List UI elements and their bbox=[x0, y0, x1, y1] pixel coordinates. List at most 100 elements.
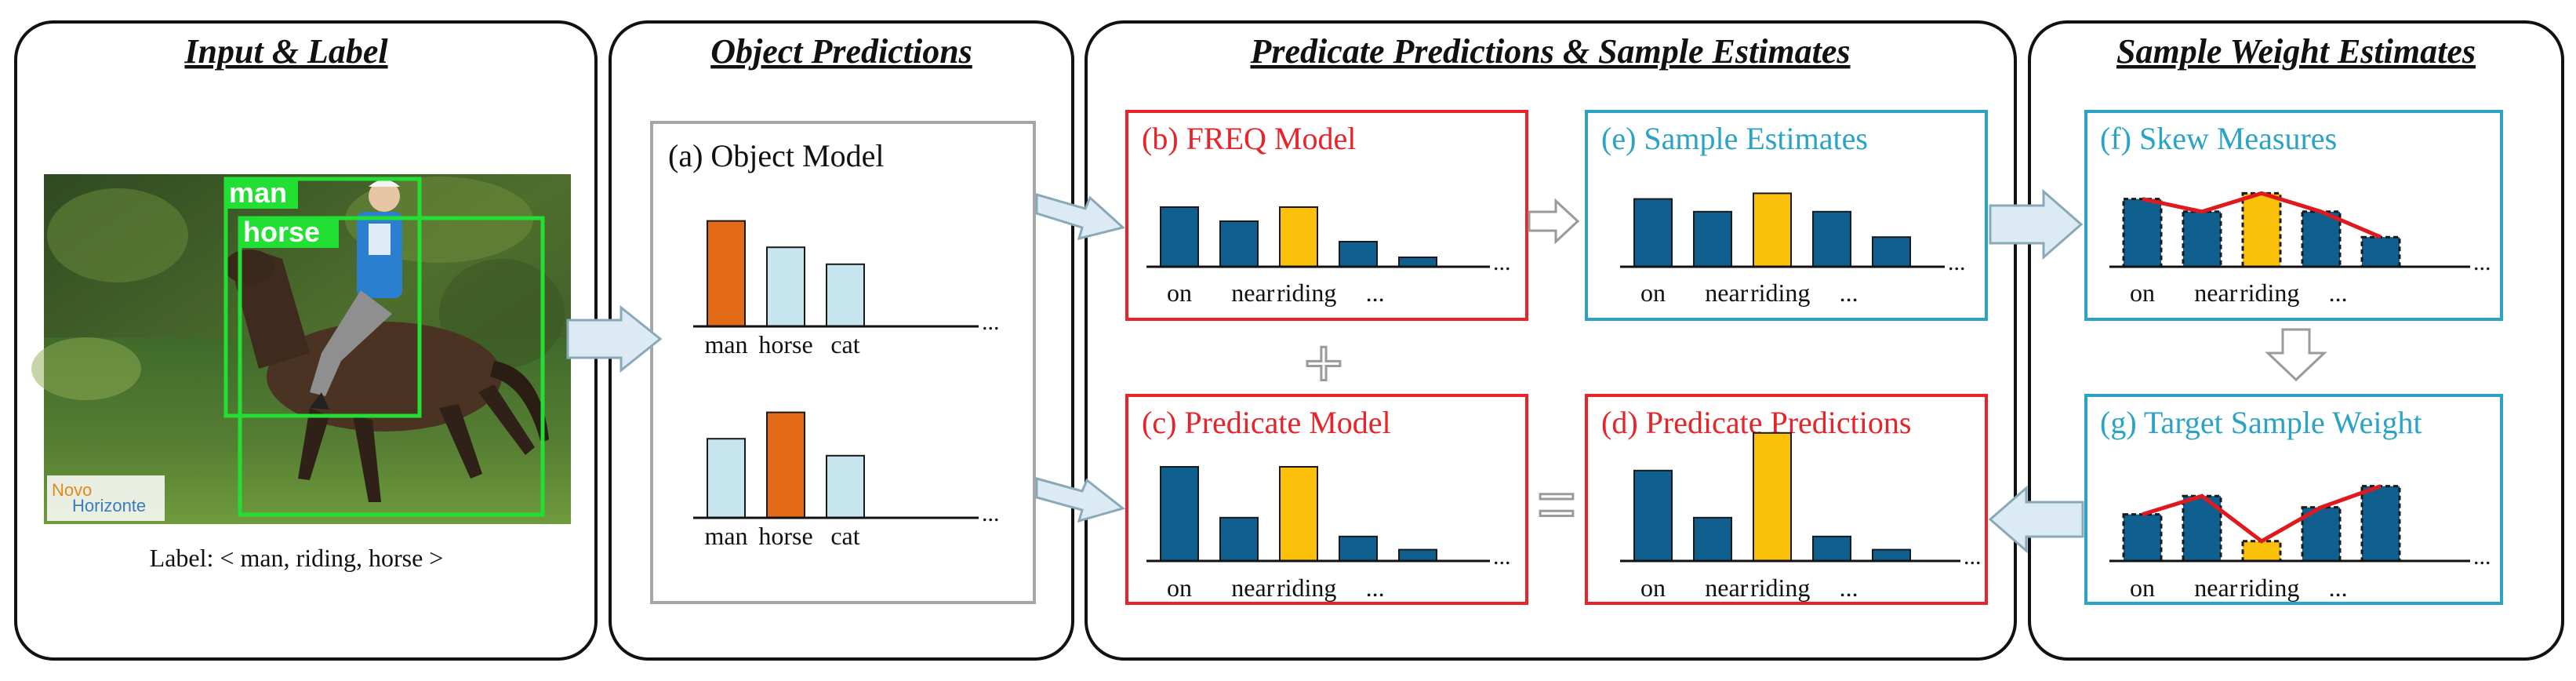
chart-d-bar-2 bbox=[1753, 432, 1792, 562]
chart-d-bar-1 bbox=[1693, 516, 1732, 562]
box-e-frame bbox=[1585, 110, 1988, 321]
chart-a1-bar-2 bbox=[826, 263, 865, 327]
chart-d-bar-4 bbox=[1872, 548, 1911, 562]
chart-f-trend-line bbox=[2142, 191, 2382, 239]
chart-a1-tick-0: man bbox=[704, 330, 747, 359]
chart-b-bar-2 bbox=[1279, 206, 1318, 268]
chart-c-bar-2 bbox=[1279, 466, 1318, 562]
chart-g-tick-2: riding bbox=[2240, 574, 2299, 602]
chart-g-bar-2 bbox=[2241, 540, 2282, 563]
box-g-title: (g) Target Sample Weight bbox=[2100, 405, 2422, 440]
chart-f-bar-4 bbox=[2360, 235, 2401, 268]
box-a-frame bbox=[650, 121, 1036, 604]
chart-b-tick-1: near bbox=[1231, 279, 1274, 307]
box-b-title: (b) FREQ Model bbox=[1142, 121, 1356, 156]
panel-weight-frame bbox=[2028, 20, 2564, 661]
bbox-man-label: man bbox=[229, 177, 287, 209]
chart-a1-tick-2: cat bbox=[830, 330, 859, 359]
plus-sign: + bbox=[1304, 326, 1343, 401]
arrow-freq-to-estimates bbox=[1528, 198, 1580, 245]
chart-d-tick-3: ... bbox=[1840, 574, 1858, 602]
chart-a2-axis-ellipsis: ... bbox=[982, 501, 1000, 526]
chart-e-tick-2: riding bbox=[1750, 279, 1810, 307]
arrow-estimates-to-skew bbox=[1989, 188, 2084, 260]
chart-d-bar-3 bbox=[1812, 535, 1851, 562]
arrow-input-to-object bbox=[566, 304, 663, 373]
bbox-horse-label-bg bbox=[240, 218, 339, 248]
box-f-title: (f) Skew Measures bbox=[2100, 121, 2337, 156]
input-label-text: Label: < man, riding, horse > bbox=[150, 544, 444, 572]
chart-c-tick-3: ... bbox=[1366, 574, 1385, 602]
input-photo: man horse Novo Horizonte bbox=[31, 174, 571, 524]
box-b-frame bbox=[1125, 110, 1528, 321]
arrow-object-to-freq bbox=[1035, 193, 1126, 241]
chart-c-axis-ellipsis: ... bbox=[1493, 544, 1511, 570]
chart-a1-bar-1 bbox=[766, 246, 805, 328]
bbox-man-label-bg bbox=[226, 179, 298, 209]
chart-d-axis-ellipsis: ... bbox=[1964, 544, 1982, 570]
chart-a2-tick-0: man bbox=[704, 522, 747, 550]
chart-a2-bar-2 bbox=[826, 454, 865, 519]
chart-c-bar-4 bbox=[1398, 548, 1437, 562]
chart-g-tick-0: on bbox=[2130, 574, 2155, 602]
chart-f-bar-0 bbox=[2122, 198, 2163, 268]
chart-b-tick-2: riding bbox=[1277, 279, 1336, 307]
bbox-horse-label: horse bbox=[243, 216, 320, 248]
chart-b-tick-0: on bbox=[1167, 279, 1192, 307]
chart-b-bar-3 bbox=[1339, 241, 1378, 268]
chart-g-trend-line bbox=[2142, 484, 2382, 544]
panel-title-input: Input & Label bbox=[183, 32, 388, 71]
chart-g-bar-0 bbox=[2122, 513, 2163, 563]
chart-g-tick-3: ... bbox=[2329, 574, 2348, 602]
chart-f-axis-ellipsis: ... bbox=[2473, 249, 2491, 275]
chart-a2-bar-1 bbox=[766, 411, 805, 519]
arrow-target-to-predictions bbox=[1988, 485, 2084, 554]
chart-d-tick-0: on bbox=[1640, 574, 1666, 602]
box-c-frame bbox=[1125, 394, 1528, 605]
equals-sign: = bbox=[1537, 467, 1576, 542]
chart-d-bar-0 bbox=[1633, 469, 1673, 562]
chart-g-bar-4 bbox=[2360, 485, 2401, 563]
chart-g-axis-ellipsis: ... bbox=[2473, 544, 2491, 570]
chart-f-tick-3: ... bbox=[2329, 279, 2348, 307]
chart-c-bar-0 bbox=[1160, 466, 1199, 562]
bbox-man bbox=[223, 177, 422, 418]
chart-a1-axis-ellipsis: ... bbox=[982, 309, 1000, 335]
chart-f-tick-2: riding bbox=[2240, 279, 2299, 307]
chart-b-bar-4 bbox=[1398, 257, 1437, 268]
chart-f-tick-0: on bbox=[2130, 279, 2155, 307]
chart-e-bar-4 bbox=[1872, 236, 1911, 268]
chart-a1-bar-0 bbox=[707, 220, 746, 327]
chart-f-bar-2 bbox=[2241, 191, 2282, 268]
chart-e-bar-0 bbox=[1633, 198, 1673, 268]
chart-c-tick-2: riding bbox=[1277, 574, 1336, 602]
chart-e-bar-3 bbox=[1812, 210, 1851, 268]
chart-e-tick-1: near bbox=[1705, 279, 1748, 307]
chart-f-tick-1: near bbox=[2194, 279, 2237, 307]
panel-predicate-frame bbox=[1085, 20, 2017, 661]
chart-a2-tick-1: horse bbox=[758, 522, 812, 550]
chart-e-axis-ellipsis: ... bbox=[1948, 249, 1966, 275]
panel-title-predicate: Predicate Predictions & Sample Estimates bbox=[1249, 32, 1850, 71]
watermark-bg bbox=[47, 475, 165, 521]
chart-c-tick-0: on bbox=[1167, 574, 1192, 602]
box-g-frame bbox=[2084, 394, 2503, 605]
chart-f-bar-3 bbox=[2301, 210, 2342, 268]
chart-g-tick-1: near bbox=[2194, 574, 2237, 602]
chart-a2-bar-0 bbox=[707, 438, 746, 519]
chart-b-tick-3: ... bbox=[1366, 279, 1385, 307]
panel-title-weight: Sample Weight Estimates bbox=[2116, 32, 2476, 71]
watermark-novo: Novo bbox=[52, 480, 92, 500]
box-c-title: (c) Predicate Model bbox=[1142, 405, 1391, 440]
arrow-skew-to-target bbox=[2265, 328, 2327, 382]
